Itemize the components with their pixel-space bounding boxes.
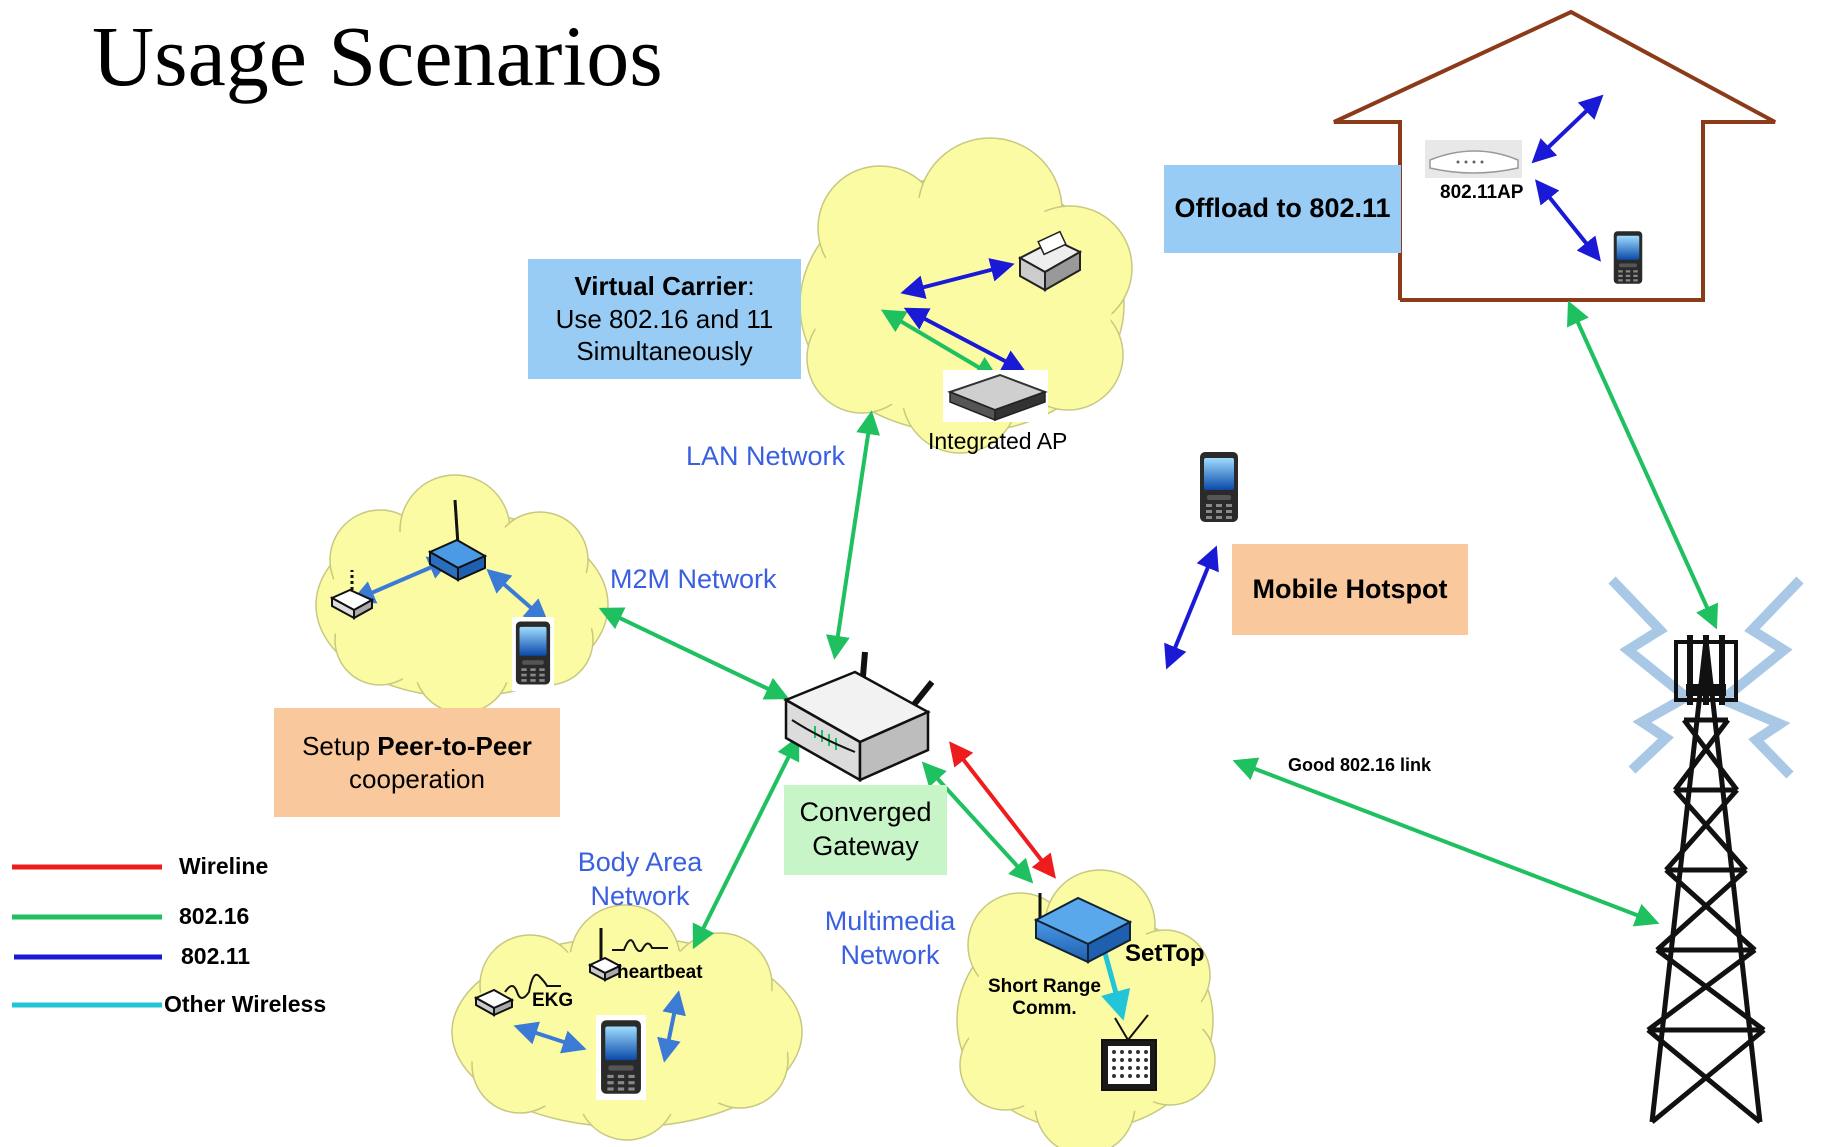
lan-network-label: LAN Network	[686, 441, 846, 471]
ekg-label: EKG	[532, 990, 574, 1011]
integrated-ap-label: Integrated AP	[928, 428, 1068, 454]
sensor-icon	[587, 928, 668, 982]
offload-label: Offload to 802.11	[1174, 193, 1391, 224]
mobile-hotspot-label: Mobile Hotspot	[1252, 573, 1448, 604]
phone-icon	[1613, 231, 1643, 284]
phone-icon	[512, 617, 554, 691]
short-range-line2: Comm.	[1012, 998, 1077, 1019]
body-area-line1: Body Area	[577, 847, 703, 877]
phone-icon	[596, 1015, 646, 1100]
sensor-icon	[473, 973, 561, 1017]
access-point-icon	[943, 370, 1048, 422]
legend-other-wireless: Other Wireless	[164, 991, 327, 1017]
short-range-label: Short Range Comm.	[988, 976, 1101, 1020]
settop-box-icon	[1033, 893, 1133, 964]
multimedia-network-label: Multimedia Network	[820, 905, 960, 973]
multimedia-line1: Multimedia	[824, 906, 956, 936]
short-range-line1: Short Range	[988, 976, 1101, 997]
offload-box: Offload to 802.11	[1164, 165, 1401, 253]
phone-icon	[1200, 452, 1238, 522]
m2m-network-label: M2M Network	[610, 564, 777, 594]
virtual-carrier-box: Virtual Carrier: Use 802.16 and 11 Simul…	[528, 259, 801, 379]
cloud-icon	[956, 869, 1216, 1147]
legend-80216: 802.16	[179, 903, 250, 929]
body-area-network-label: Body Area Network	[575, 846, 705, 914]
sensor-icon	[329, 570, 375, 620]
mobile-hotspot-box: Mobile Hotspot	[1232, 544, 1468, 635]
peer-to-peer-bold: Peer-to-Peer	[377, 731, 532, 761]
gateway-line1: Converged	[799, 797, 932, 828]
legend-wireline: Wireline	[179, 853, 269, 879]
router-icon	[427, 499, 488, 582]
legend-lines	[12, 864, 162, 1008]
cell-tower-icon	[1608, 576, 1804, 1124]
ap-80211-label: 802.11AP	[1440, 182, 1524, 203]
heartbeat-label: heartbeat	[617, 962, 703, 983]
legend-80211: 802.11	[181, 943, 251, 969]
peer-to-peer-pre: Setup	[302, 731, 378, 761]
virtual-carrier-title: Virtual Carrier	[574, 271, 748, 302]
good-link-label: Good 802.16 link	[1288, 755, 1432, 775]
virtual-carrier-colon: :	[747, 271, 755, 302]
house-icon	[1333, 9, 1776, 302]
tv-icon	[1101, 1014, 1157, 1091]
virtual-carrier-line3: Simultaneously	[576, 336, 753, 367]
body-area-line2: Network	[590, 880, 690, 911]
access-point-icon	[1425, 140, 1522, 178]
router-icon	[783, 651, 935, 783]
virtual-carrier-line2: Use 802.16 and 11	[555, 303, 774, 334]
multimedia-line2: Network	[840, 939, 940, 970]
gateway-line2: Gateway	[812, 831, 919, 861]
peer-to-peer-line2: cooperation	[349, 763, 485, 794]
printer-icon	[1017, 230, 1083, 292]
peer-to-peer-box: Setup Peer-to-Peer cooperation	[274, 708, 560, 817]
page-title: Usage Scenarios	[92, 8, 663, 104]
gateway-box: Converged Gateway	[784, 785, 947, 875]
settop-label: SetTop	[1125, 940, 1205, 967]
